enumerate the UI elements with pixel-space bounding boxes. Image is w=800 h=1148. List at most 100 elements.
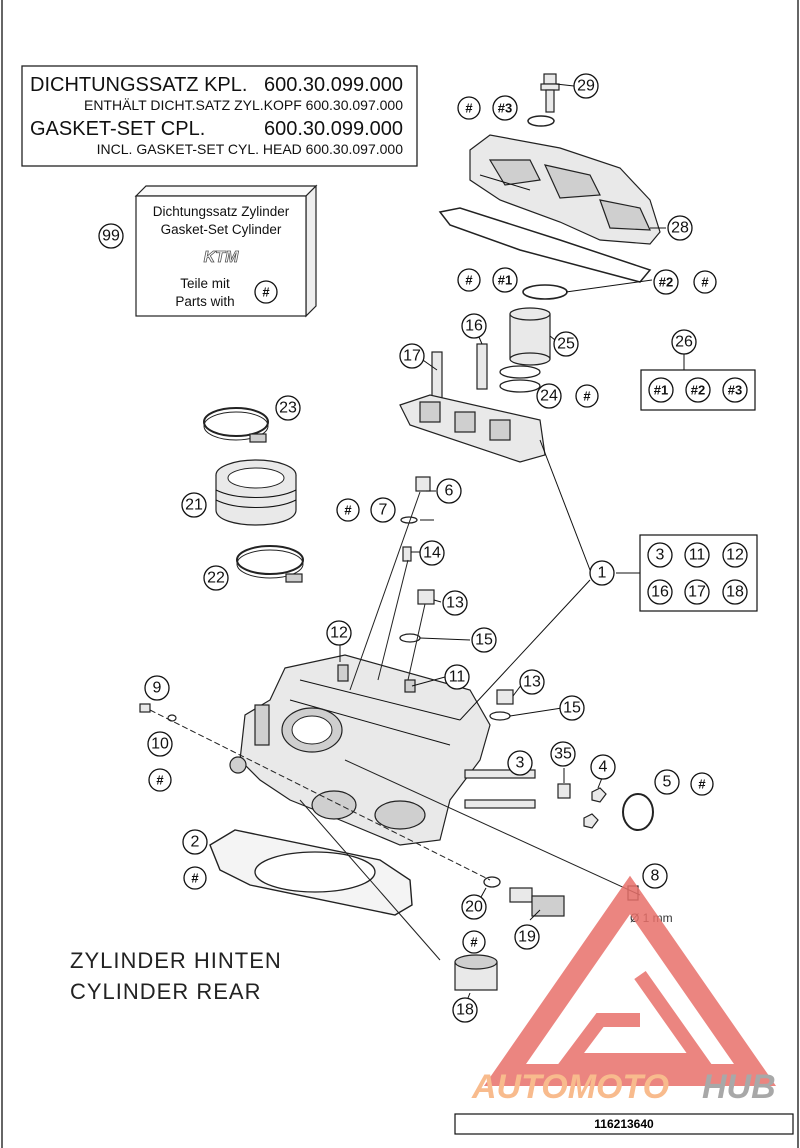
part-15b-washer xyxy=(489,711,511,721)
gasket-set-cylinder-box: Dichtungssatz Zylinder Gasket-Set Cylind… xyxy=(134,184,318,318)
reference-number: 116213640 xyxy=(594,1117,654,1131)
part-14-pin xyxy=(402,546,412,562)
gasket-box-line2: Gasket-Set Cylinder xyxy=(161,222,282,237)
reference-box xyxy=(454,1113,794,1135)
callout-3: 3 xyxy=(516,755,525,772)
gasket-box-line4: Parts with xyxy=(175,294,234,309)
camshaft-carrier xyxy=(399,394,546,463)
part-20-washer xyxy=(483,876,501,888)
callout-18: 18 xyxy=(456,1002,474,1019)
part-25-tube xyxy=(509,307,551,366)
callout-9: 9 xyxy=(153,680,162,697)
callout-8: 8 xyxy=(651,868,660,885)
hash-5: # xyxy=(698,777,706,792)
callout-11: 11 xyxy=(449,669,466,686)
callout-21: 21 xyxy=(185,497,203,514)
part-3-stud-b xyxy=(464,799,536,809)
hash-top-2: #3 xyxy=(498,101,512,116)
automotohub-watermark: AUTOMOTO HUB xyxy=(471,875,777,1106)
hash-20: # xyxy=(470,935,478,950)
hash-top-1: # xyxy=(465,101,473,116)
part-13a-nut xyxy=(417,589,435,605)
caption-line1: ZYLINDER HINTEN xyxy=(70,948,282,973)
callout-19: 19 xyxy=(518,929,536,946)
callouts: 29 # #3 28 # #1 #2 # 16 25 17 24 # 26 #1 xyxy=(144,73,758,1023)
assembly-lines xyxy=(149,491,641,961)
watermark-text-part2: HUB xyxy=(702,1068,776,1106)
part-4-nut-a xyxy=(591,787,607,803)
watermark-inner-g xyxy=(556,970,714,1067)
group1-item-4: 17 xyxy=(688,584,706,601)
callout-10: 10 xyxy=(151,736,169,753)
callout-4: 4 xyxy=(599,759,608,776)
callout-16: 16 xyxy=(465,318,483,335)
group26-c: #3 xyxy=(728,383,742,398)
part-5-ring xyxy=(622,793,654,831)
part-9-plug xyxy=(139,703,151,713)
group26-b: #2 xyxy=(691,383,705,398)
valve-cover-gasket xyxy=(438,207,652,283)
gasket-box-line1: Dichtungssatz Zylinder xyxy=(153,204,290,219)
part-17-bolt xyxy=(431,351,443,401)
gasket-box-hash-circle xyxy=(254,280,278,304)
hash-mid-2: #1 xyxy=(498,273,512,288)
group1-item-3: 16 xyxy=(651,584,669,601)
callout-1: 1 xyxy=(598,565,607,582)
part-10-washer xyxy=(167,714,177,722)
part-18-plug xyxy=(454,954,498,991)
part-35 xyxy=(557,783,571,799)
callout-26: 26 xyxy=(675,334,693,351)
callout-7: 7 xyxy=(379,502,388,519)
hash-2: # xyxy=(191,871,199,886)
part-13b-nut xyxy=(496,689,514,705)
part-29-bolt xyxy=(527,73,560,127)
callout-99: 99 xyxy=(102,228,120,245)
callout-12: 12 xyxy=(330,625,348,642)
part-6-nut xyxy=(415,476,431,492)
callout-25: 25 xyxy=(557,336,575,353)
hash-7: # xyxy=(344,503,352,518)
part-2-head-gasket xyxy=(209,829,413,916)
callout-6: 6 xyxy=(445,483,454,500)
callout-17: 17 xyxy=(403,348,421,365)
hash-right-1: #2 xyxy=(659,275,673,290)
group1-item-5: 18 xyxy=(726,584,744,601)
callout-29: 29 xyxy=(577,78,595,95)
callout-20: 20 xyxy=(465,899,483,916)
info-line3-label: GASKET-SET CPL. xyxy=(30,118,205,140)
group26-a: #1 xyxy=(654,383,668,398)
hash-10: # xyxy=(156,773,164,788)
group1-item-1: 11 xyxy=(689,547,706,564)
ktm-logo: KTM xyxy=(204,249,239,266)
part-21-intake-boot xyxy=(215,459,297,526)
callout-28: 28 xyxy=(671,220,689,237)
hash-24: # xyxy=(583,389,591,404)
info-line1-number: 600.30.099.000 xyxy=(264,74,403,96)
hash-mid-1: # xyxy=(465,273,473,288)
callout-99-circle xyxy=(98,223,124,249)
o-ring-24a xyxy=(499,365,541,379)
part-28-valve-cover xyxy=(469,134,661,245)
callout-13b: 13 xyxy=(523,674,541,691)
callout-5: 5 xyxy=(663,774,672,791)
info-line2: ENTHÄLT DICHT.SATZ ZYL.KOPF 600.30.097.0… xyxy=(84,97,403,113)
callout-15a: 15 xyxy=(475,632,493,649)
part-19-sensor xyxy=(509,887,565,917)
info-line4: INCL. GASKET-SET CYL. HEAD 600.30.097.00… xyxy=(97,141,404,157)
callout-22: 22 xyxy=(207,570,225,587)
part-22-clamp xyxy=(236,545,304,575)
gasket-box-hash: # xyxy=(262,285,270,300)
group1-item-0: 3 xyxy=(656,547,665,564)
o-ring-top xyxy=(522,284,568,300)
part-23-clamp xyxy=(203,407,269,437)
callout-15b: 15 xyxy=(563,700,581,717)
callout-13a: 13 xyxy=(446,595,464,612)
gasket-box-line3: Teile mit xyxy=(180,276,230,291)
caption-line2: CYLINDER REAR xyxy=(70,979,261,1004)
o-ring-24b xyxy=(499,379,541,393)
info-line3-number: 600.30.099.000 xyxy=(264,118,403,140)
part-3-stud-a xyxy=(464,769,536,779)
callout-35: 35 xyxy=(554,746,572,763)
watermark-triangle xyxy=(483,875,777,1086)
